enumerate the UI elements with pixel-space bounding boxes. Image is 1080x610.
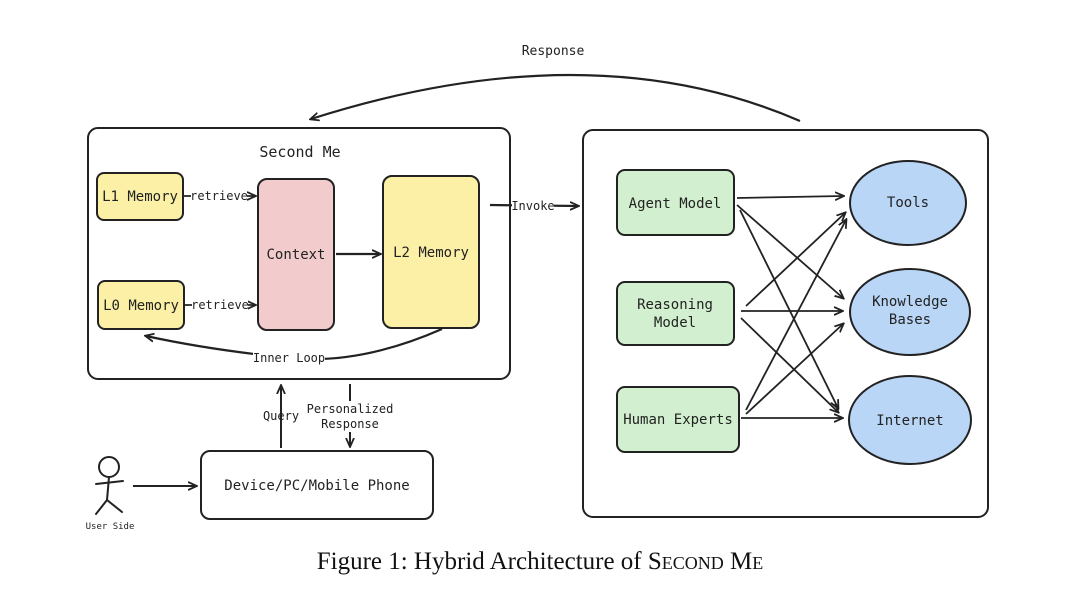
- internet-node: [848, 375, 972, 465]
- agent-model-node: [616, 169, 735, 236]
- device-node: [200, 450, 434, 520]
- retrieve-l1-label: retrieve: [190, 189, 248, 203]
- user-side-label: User Side: [86, 522, 135, 532]
- figure-caption: Figure 1: Hybrid Architecture of Second …: [0, 548, 1080, 576]
- response-label: Response: [522, 44, 585, 59]
- caption-prefix: Figure 1: Hybrid Architecture of: [316, 548, 648, 575]
- caption-system-name: Second Me: [647, 548, 764, 575]
- tools-node: [849, 160, 967, 246]
- query-label: Query: [263, 409, 299, 423]
- architecture-diagram: Second Me Response L1 Memory L0 Memory C…: [85, 44, 989, 532]
- device-label: Device/PC/Mobile Phone: [224, 478, 409, 494]
- model-resource-connections: [736, 196, 846, 418]
- human-experts-node: [616, 386, 740, 453]
- l1-memory-node: [96, 172, 184, 221]
- l2-memory-node: [382, 175, 480, 329]
- context-label: Context: [266, 247, 325, 263]
- user-icon: [95, 456, 124, 515]
- reasoning-model-label-line1: Reasoning: [637, 297, 713, 313]
- internet-label: Internet: [876, 413, 943, 429]
- knowledge-bases-label-line2: Bases: [889, 312, 931, 328]
- personalized-response-label-line2: Response: [321, 417, 379, 431]
- l2-memory-label: L2 Memory: [393, 245, 469, 261]
- l0-memory-node: [97, 280, 185, 330]
- invoke-label: Invoke: [511, 199, 554, 213]
- second-me-title: Second Me: [259, 143, 340, 161]
- personalized-response-label-line1: Personalized: [307, 402, 394, 416]
- knowledge-bases-node: [849, 268, 971, 356]
- reasoning-model-node: [616, 281, 735, 346]
- knowledge-bases-label-line1: Knowledge: [872, 294, 948, 310]
- context-node: [257, 178, 335, 331]
- response-arrow: [311, 73, 801, 123]
- human-experts-label: Human Experts: [623, 412, 733, 428]
- l0-memory-label: L0 Memory: [103, 298, 179, 314]
- agent-model-label: Agent Model: [629, 196, 722, 212]
- retrieve-l0-label: retrieve: [191, 298, 249, 312]
- reasoning-model-label-line2: Model: [654, 315, 696, 331]
- tools-label: Tools: [887, 195, 929, 211]
- l1-memory-label: L1 Memory: [102, 189, 178, 205]
- inner-loop-label: Inner Loop: [253, 351, 325, 365]
